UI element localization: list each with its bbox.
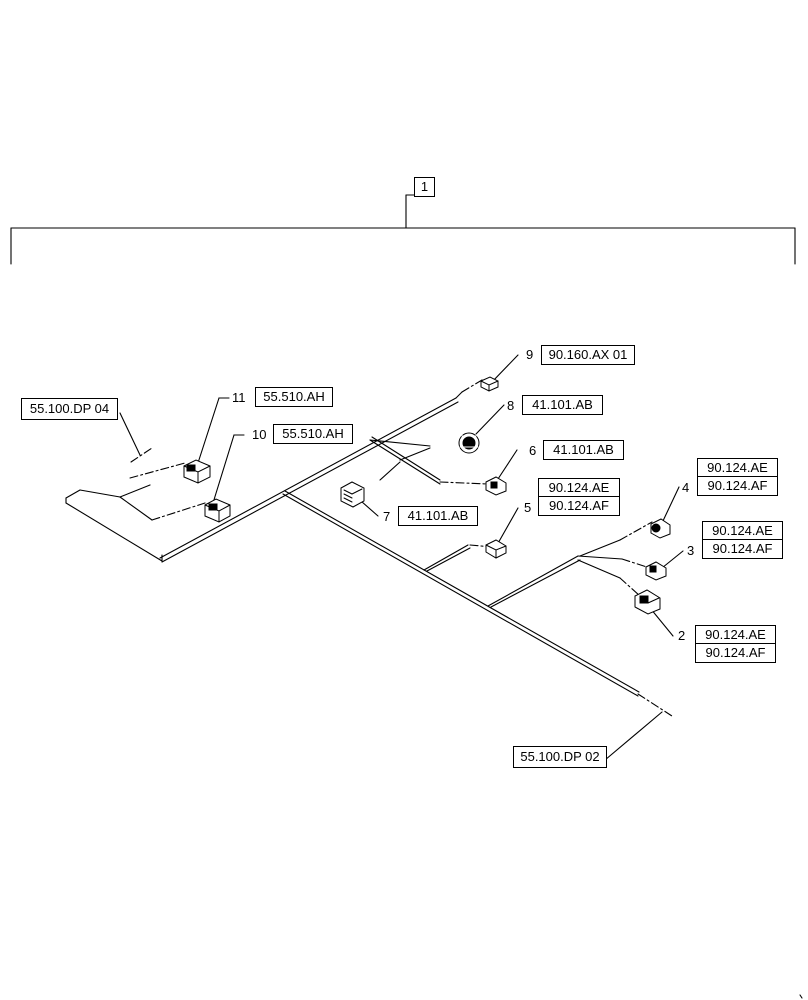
callout-6-ref: 41.101.AB	[553, 442, 614, 457]
callout-3-ref-ae: 90.124.AE	[712, 523, 773, 538]
callout-7-ref-box: 41.101.AB	[398, 506, 478, 526]
callout-10-number: 10	[252, 427, 267, 442]
harness-wires	[65, 391, 640, 697]
connector-6	[485, 476, 507, 496]
callout-3-number: 3	[687, 543, 695, 558]
connectors	[183, 376, 671, 615]
callout-6-number: 6	[529, 443, 537, 458]
callout-8-ref-box: 41.101.AB	[522, 395, 603, 415]
connector-9	[480, 376, 499, 392]
leader-lines	[119, 354, 684, 761]
reference-dp02: 55.100.DP 02	[520, 749, 600, 764]
callout-5-number: 5	[524, 500, 532, 515]
callout-11-ref-box: 55.510.AH	[255, 387, 333, 407]
reference-dp04: 55.100.DP 04	[29, 401, 110, 416]
callout-4-number: 4	[682, 480, 690, 495]
connector-11	[183, 459, 211, 484]
corner-tick	[799, 994, 803, 999]
connector-10	[204, 498, 231, 523]
callout-5-ref-ae: 90.124.AE	[548, 480, 610, 495]
callout-9-number: 9	[526, 347, 534, 362]
callout-11-number: 11	[232, 390, 246, 405]
callout-6-ref-box: 41.101.AB	[543, 440, 624, 460]
callout-8-ref: 41.101.AB	[532, 397, 593, 412]
connector-8	[458, 432, 480, 454]
callout-7-ref: 41.101.AB	[407, 508, 469, 523]
callout-9-ref-box: 90.160.AX 01	[541, 345, 635, 365]
callout-8-number: 8	[507, 398, 515, 413]
callout-5-ref-af: 90.124.AF	[539, 496, 619, 514]
callout-5-ref-box: 90.124.AE 90.124.AF	[538, 478, 620, 516]
callout-7-number: 7	[383, 509, 391, 524]
callout-4-ref-af: 90.124.AF	[698, 476, 777, 494]
callout-3-ref-af: 90.124.AF	[703, 539, 782, 557]
connector-5	[485, 539, 507, 559]
callout-10-ref: 55.510.AH	[282, 426, 344, 441]
callout-10-ref-box: 55.510.AH	[273, 424, 353, 444]
reference-box-dp04: 55.100.DP 04	[21, 398, 118, 420]
callout-2-number: 2	[678, 628, 686, 643]
connector-7	[340, 481, 365, 508]
reference-box-dp02: 55.100.DP 02	[513, 746, 607, 768]
callout-3-ref-box: 90.124.AE 90.124.AF	[702, 521, 783, 559]
item-1-number: 1	[420, 179, 429, 194]
callout-4-ref-box: 90.124.AE 90.124.AF	[697, 458, 778, 496]
callout-2-ref-ae: 90.124.AE	[705, 627, 766, 642]
connector-2	[634, 589, 661, 615]
connector-4	[650, 518, 671, 539]
callout-11-ref: 55.510.AH	[263, 389, 325, 404]
item-1-box: 1	[414, 177, 435, 197]
callout-9-ref: 90.160.AX 01	[548, 347, 628, 362]
item-bracket	[10, 194, 796, 265]
callout-2-ref-box: 90.124.AE 90.124.AF	[695, 625, 776, 663]
callout-4-ref-ae: 90.124.AE	[707, 460, 768, 475]
callout-2-ref-af: 90.124.AF	[696, 643, 775, 661]
connector-3	[645, 561, 667, 581]
dash-dot-lines	[129, 379, 673, 717]
